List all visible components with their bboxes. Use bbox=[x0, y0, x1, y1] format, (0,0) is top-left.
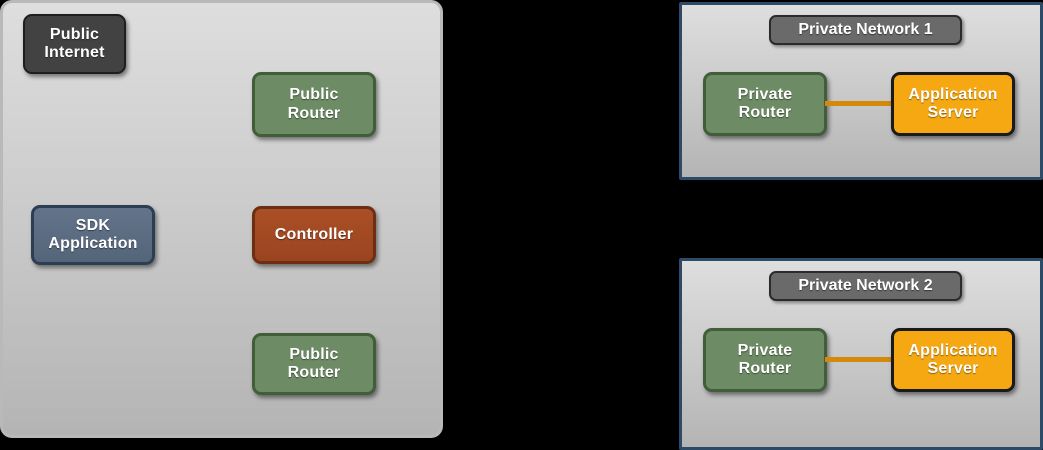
private-network-1-title: Private Network 1 bbox=[769, 15, 962, 45]
node-private-router-2[interactable]: Private Router bbox=[703, 328, 827, 392]
node-label: SDK Application bbox=[48, 216, 138, 252]
private-network-2-title: Private Network 2 bbox=[769, 271, 962, 301]
private-network-2-panel: Private Network 2 Private Router Applica… bbox=[679, 258, 1043, 450]
node-sdk-application[interactable]: SDK Application bbox=[31, 205, 155, 265]
node-label: Application Server bbox=[908, 85, 998, 121]
panel-title-label: Private Network 1 bbox=[798, 21, 933, 38]
link-private-router-1-to-application-server-1 bbox=[825, 101, 893, 106]
node-controller[interactable]: Controller bbox=[252, 206, 376, 264]
node-label: Private Router bbox=[737, 85, 793, 121]
panel-title-label: Private Network 2 bbox=[798, 277, 933, 294]
node-application-server-1[interactable]: Application Server bbox=[891, 72, 1015, 136]
node-application-server-2[interactable]: Application Server bbox=[891, 328, 1015, 392]
node-public-internet[interactable]: Public Internet bbox=[23, 14, 126, 74]
node-label: Public Internet bbox=[44, 25, 105, 61]
node-label: Application Server bbox=[908, 341, 998, 377]
node-label: Public Router bbox=[287, 86, 341, 122]
node-label: Controller bbox=[274, 225, 354, 243]
link-private-router-2-to-application-server-2 bbox=[825, 357, 893, 362]
node-public-router-1[interactable]: Public Router bbox=[252, 72, 376, 137]
node-private-router-1[interactable]: Private Router bbox=[703, 72, 827, 136]
node-public-router-2[interactable]: Public Router bbox=[252, 333, 376, 395]
node-label: Public Router bbox=[287, 345, 341, 381]
public-network-panel: Public Internet Public Router SDK Applic… bbox=[0, 0, 443, 438]
private-network-1-panel: Private Network 1 Private Router Applica… bbox=[679, 2, 1043, 180]
node-label: Private Router bbox=[737, 341, 793, 377]
